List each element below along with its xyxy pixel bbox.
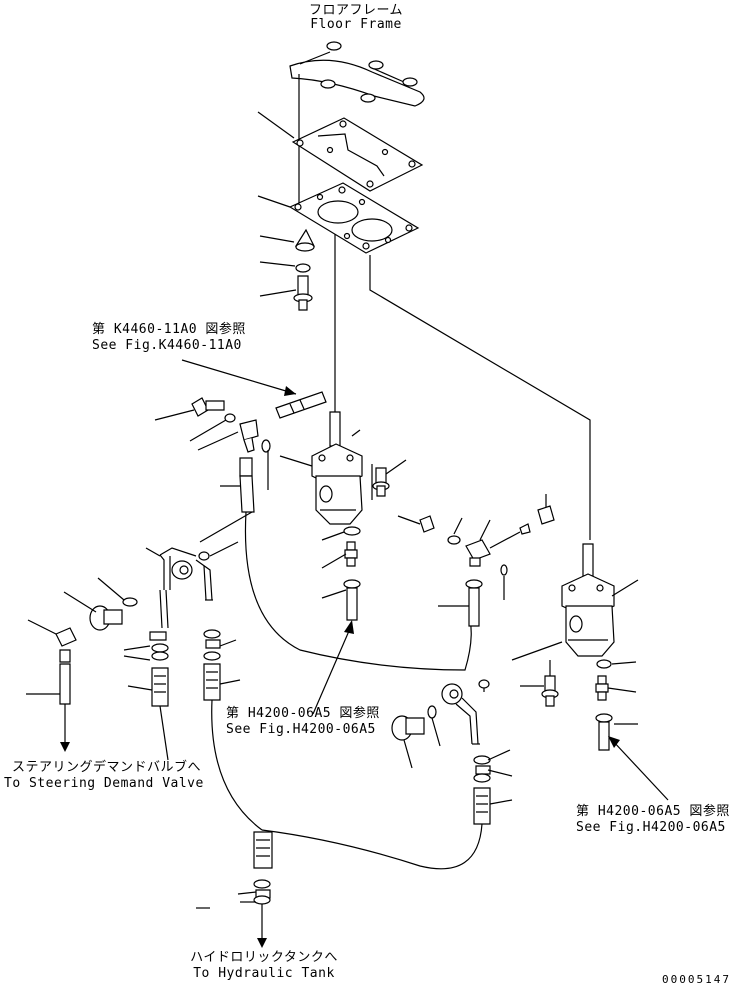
elbow-fitting [240, 420, 258, 452]
clamp-bottom [254, 880, 270, 904]
hose-sleeve-4 [254, 832, 272, 868]
label-ref-h4200-center-en: See Fig.H4200-06A5 [226, 722, 376, 737]
clamp-left-2 [204, 630, 220, 660]
hose-end-center [344, 580, 360, 620]
hose-sleeve-2 [204, 664, 220, 700]
elbow-left [56, 628, 76, 662]
label-tank-jp: ハイドロリックタンクへ [190, 950, 338, 965]
nipple [345, 542, 357, 566]
banjo-bolt [192, 398, 224, 416]
hose-adapter [240, 458, 254, 512]
label-floor-frame-jp: フロアフレーム [308, 3, 404, 18]
flange-bolt [294, 276, 312, 310]
hose-end-right [466, 580, 482, 626]
hose-end-far-right [596, 714, 612, 750]
label-steering-jp: ステアリングデマンドバルブへ [12, 760, 202, 775]
mount-bolt-right [542, 676, 558, 706]
connector-plug [90, 606, 122, 630]
brake-valve-center [312, 412, 362, 524]
mount-bolt [373, 468, 389, 496]
label-floor-frame-en: Floor Frame [310, 17, 402, 32]
pin-rod [276, 392, 326, 418]
washer [296, 264, 310, 272]
hose-sleeve-1 [152, 668, 168, 706]
clamp-lower [474, 756, 490, 782]
cap-nut [296, 230, 314, 251]
clamp-left-1 [150, 632, 168, 660]
label-ref-h4200-right-en: See Fig.H4200-06A5 [576, 820, 726, 835]
gasket-plate [290, 183, 418, 253]
label-ref-h4200-center-jp: 第 H4200-06A5 図参照 [226, 706, 380, 721]
label-tank-en: To Hydraulic Tank [193, 966, 335, 981]
floor-frame [290, 42, 424, 106]
label-steering-en: To Steering Demand Valve [4, 776, 204, 791]
drawing-number: 00005147 [662, 973, 731, 986]
steering-tube [160, 548, 213, 600]
plug-lower [392, 716, 424, 740]
label-ref-k4460-en: See Fig.K4460-11A0 [92, 338, 242, 353]
nipple-right [596, 676, 608, 700]
brake-valve-right [562, 544, 614, 656]
hose-sleeve-3 [474, 788, 490, 824]
small-plug-right [420, 516, 434, 532]
label-ref-k4460-jp: 第 K4460-11A0 図参照 [92, 322, 246, 337]
banjo-lower [442, 684, 480, 744]
tee-fitting [466, 540, 490, 566]
cover-plate [293, 118, 422, 191]
label-ref-h4200-right-jp: 第 H4200-06A5 図参照 [576, 804, 730, 819]
